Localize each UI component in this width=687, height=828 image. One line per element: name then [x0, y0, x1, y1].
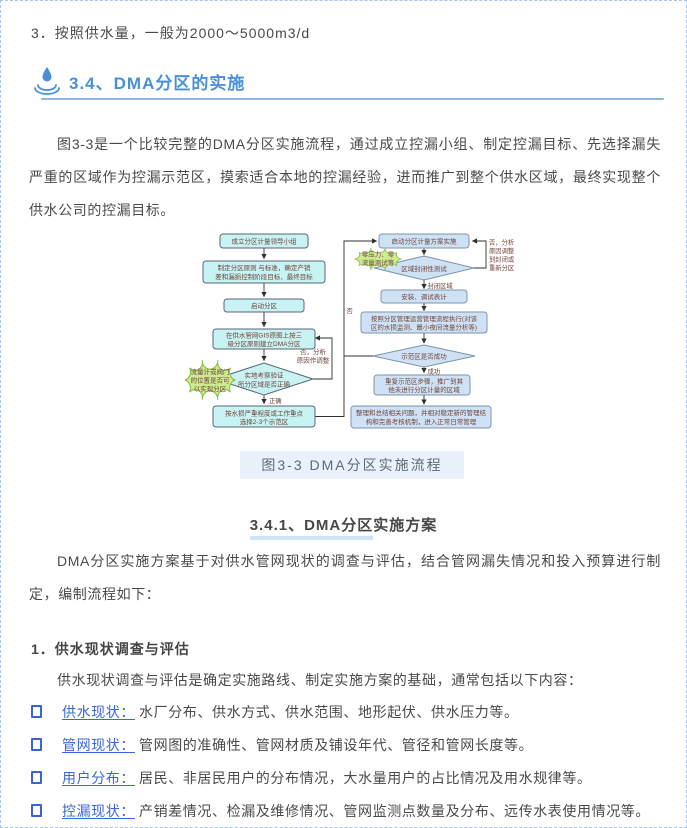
svg-text:安装、调试表计: 安装、调试表计 — [401, 292, 447, 301]
square-bullet-icon — [31, 705, 42, 718]
svg-text:到封闭或: 到封闭或 — [489, 255, 515, 264]
square-bullet-icon — [31, 738, 42, 751]
svg-text:成立分区计量领导小组: 成立分区计量领导小组 — [232, 237, 298, 246]
label-success: 成功 — [428, 367, 441, 376]
svg-text:重新分区: 重新分区 — [489, 263, 514, 272]
cloud-zero-pressure-note: 零压力、零 流量测试等 — [353, 247, 403, 271]
water-drop-icon — [34, 67, 60, 95]
bullet-text: 居民、非居民用户的分布情况，大水量用户的占比情况及用水规律等。 — [139, 770, 592, 786]
label-no-adjust: 否，分析 原因作调整 — [297, 347, 330, 365]
figure-caption: 图3-3 DMA分区实施流程 — [240, 451, 464, 479]
svg-text:启动分区: 启动分区 — [251, 301, 278, 310]
svg-text:否，分析: 否，分析 — [489, 238, 515, 247]
svg-text:所分区域是否正确: 所分区域是否正确 — [238, 380, 291, 389]
node-operate-process: 按照分区管理运营管理流程执行(对该 区的水损监测、最小夜间流量分析等) — [360, 311, 488, 334]
subsection-title-rest: 实施方案 — [373, 517, 438, 534]
bullet-text: 管网图的准确性、管网材质及铺设年代、管径和管网长度等。 — [139, 737, 534, 753]
svg-text:流量测试等: 流量测试等 — [362, 258, 395, 267]
svg-text:示范区是否成功: 示范区是否成功 — [401, 352, 447, 361]
node-setup-team: 成立分区计量领导小组 — [219, 233, 309, 249]
svg-text:以实现分区: 以实现分区 — [194, 384, 227, 393]
node-normal-management: 整理和总结相关问题，并相对稳定新的管理结 构和完善考核机制，进入正常日常管理 — [350, 405, 492, 429]
svg-text:按水损严重程度或工作重点: 按水损严重程度或工作重点 — [225, 409, 304, 418]
svg-text:零压力、零: 零压力、零 — [362, 250, 395, 259]
square-bullet-icon — [31, 804, 42, 817]
section-header: 3.4、DMA分区的实施 — [31, 65, 245, 97]
list-heading: 1．供水现状调查与评估 — [31, 641, 190, 657]
svg-text:原因调整: 原因调整 — [489, 246, 515, 255]
node-define-principles: 制定分区原则 与标准，确定产销 差和漏损控制阶段目标、最终目标 — [202, 260, 326, 284]
flowchart: 成立分区计量领导小组 制定分区原则 与标准，确定产销 差和漏损控制阶段目标、最终… — [184, 228, 516, 455]
label-no-reclose: 否，分析 原因调整 到封闭或 重新分区 — [489, 238, 515, 273]
node-select-pilot: 按水损严重程度或工作重点 选择2-3个示范区 — [212, 405, 316, 428]
node-start-metering-plan: 启动分区计量方案实施 — [378, 233, 470, 249]
svg-text:在供水管网GIS原图上按三: 在供水管网GIS原图上按三 — [226, 331, 303, 340]
decision-closure-test: 区域封闭性测试 — [373, 255, 475, 281]
svg-text:整理和总结相关问题，并相对稳定新的管理结: 整理和总结相关问题，并相对稳定新的管理结 — [356, 408, 487, 417]
label-no: 否 — [347, 307, 354, 315]
svg-text:重复示范区步骤，推广到其: 重复示范区步骤，推广到其 — [385, 377, 464, 386]
svg-text:级分区原则建立DMA分区: 级分区原则建立DMA分区 — [228, 339, 301, 348]
subsection-paragraph: DMA分区实施方案基于对供水管网现状的调查与评估，结合管网漏失情况和投入预算进行… — [29, 553, 661, 602]
svg-text:的位置是否可: 的位置是否可 — [191, 376, 231, 385]
bullet-label: 供水现状： — [62, 704, 135, 720]
list-item: 控漏现状：产销差情况、检漏及维修情况、管网监测点数量及分布、远传水表使用情况等。 — [31, 801, 661, 821]
node-install-meters: 安装、调试表计 — [380, 289, 468, 304]
svg-text:差和漏损控制阶段目标、最终目标: 差和漏损控制阶段目标、最终目标 — [215, 272, 313, 281]
square-bullet-icon — [31, 771, 42, 784]
svg-text:选择2-3个示范区: 选择2-3个示范区 — [240, 417, 289, 426]
feedback-arrow — [471, 238, 487, 269]
subsection-title: 3.4.1、DMA分区实施方案 — [1, 514, 686, 540]
feedback-arrow — [313, 335, 333, 380]
section-title: 3.4、DMA分区的实施 — [69, 73, 246, 93]
svg-text:按照分区管理运营管理流程执行(对该: 按照分区管理运营管理流程执行(对该 — [371, 314, 478, 323]
svg-text:构和完善考核机制，进入正常日常管理: 构和完善考核机制，进入正常日常管理 — [366, 417, 477, 426]
svg-text:区域封闭性测试: 区域封闭性测试 — [401, 264, 447, 273]
bullet-text: 产销差情况、检漏及维修情况、管网监测点数量及分布、远传水表使用情况等。 — [139, 803, 650, 819]
svg-text:区的水损监测、最小夜间流量分析等): 区的水损监测、最小夜间流量分析等) — [371, 323, 477, 332]
svg-text:原因作调整: 原因作调整 — [297, 356, 330, 365]
top-paragraph: 3．按照供水量，一般为2000～5000m3/d — [31, 25, 311, 41]
intro-paragraph: 图3-3是一个比较完整的DMA分区实施流程，通过成立控漏小组、制定控漏目标、先选… — [29, 136, 661, 218]
section-divider — [41, 98, 664, 100]
bullet-label: 管网现状： — [62, 737, 135, 753]
bullet-label: 控漏现状： — [62, 803, 135, 819]
subsection-title-highlighted: 3.4.1、DMA分区 — [249, 517, 374, 540]
label-correct: 正确 — [269, 396, 282, 405]
svg-text:实地考察验证: 实地考察验证 — [245, 371, 285, 380]
list-item: 管网现状：管网图的准确性、管网材质及铺设年代、管径和管网长度等。 — [31, 735, 661, 755]
node-gis-dma: 在供水管网GIS原图上按三 级分区原则建立DMA分区 — [212, 328, 316, 350]
cloud-flowmeter-note: 流量计或阀门 的位置是否可 以实现分区 — [184, 359, 236, 401]
svg-text:流量计或阀门: 流量计或阀门 — [191, 367, 230, 376]
decision-pilot-success: 示范区是否成功 — [372, 344, 476, 368]
connector-to-right-column — [315, 238, 378, 417]
svg-text:否，分析: 否，分析 — [300, 347, 327, 356]
list-item: 用户分布：居民、非居民用户的分布情况，大水量用户的占比情况及用水规律等。 — [31, 768, 661, 788]
bullet-text: 水厂分布、供水方式、供水范围、地形起伏、供水压力等。 — [139, 704, 519, 720]
figure-caption-text: 图3-3 DMA分区实施流程 — [261, 457, 443, 473]
svg-text:制定分区原则 与标准，确定产销: 制定分区原则 与标准，确定产销 — [218, 263, 311, 272]
svg-text:他未进行分区计量的区域: 他未进行分区计量的区域 — [388, 385, 460, 394]
node-replicate: 重复示范区步骤，推广到其 他未进行分区计量的区域 — [373, 374, 471, 396]
list-intro: 供水现状调查与评估是确定实施路线、制定实施方案的基础，通常包括以下内容： — [57, 672, 583, 688]
list-item: 供水现状：水厂分布、供水方式、供水范围、地形起伏、供水压力等。 — [31, 702, 661, 722]
bullet-label: 用户分布： — [62, 770, 135, 786]
svg-text:启动分区计量方案实施: 启动分区计量方案实施 — [392, 237, 458, 246]
label-closed-area: 封闭区域 — [428, 281, 454, 290]
decision-field-verify: 实地考察验证 所分区域是否正确 — [213, 362, 315, 396]
node-start-partition: 启动分区 — [223, 298, 305, 313]
